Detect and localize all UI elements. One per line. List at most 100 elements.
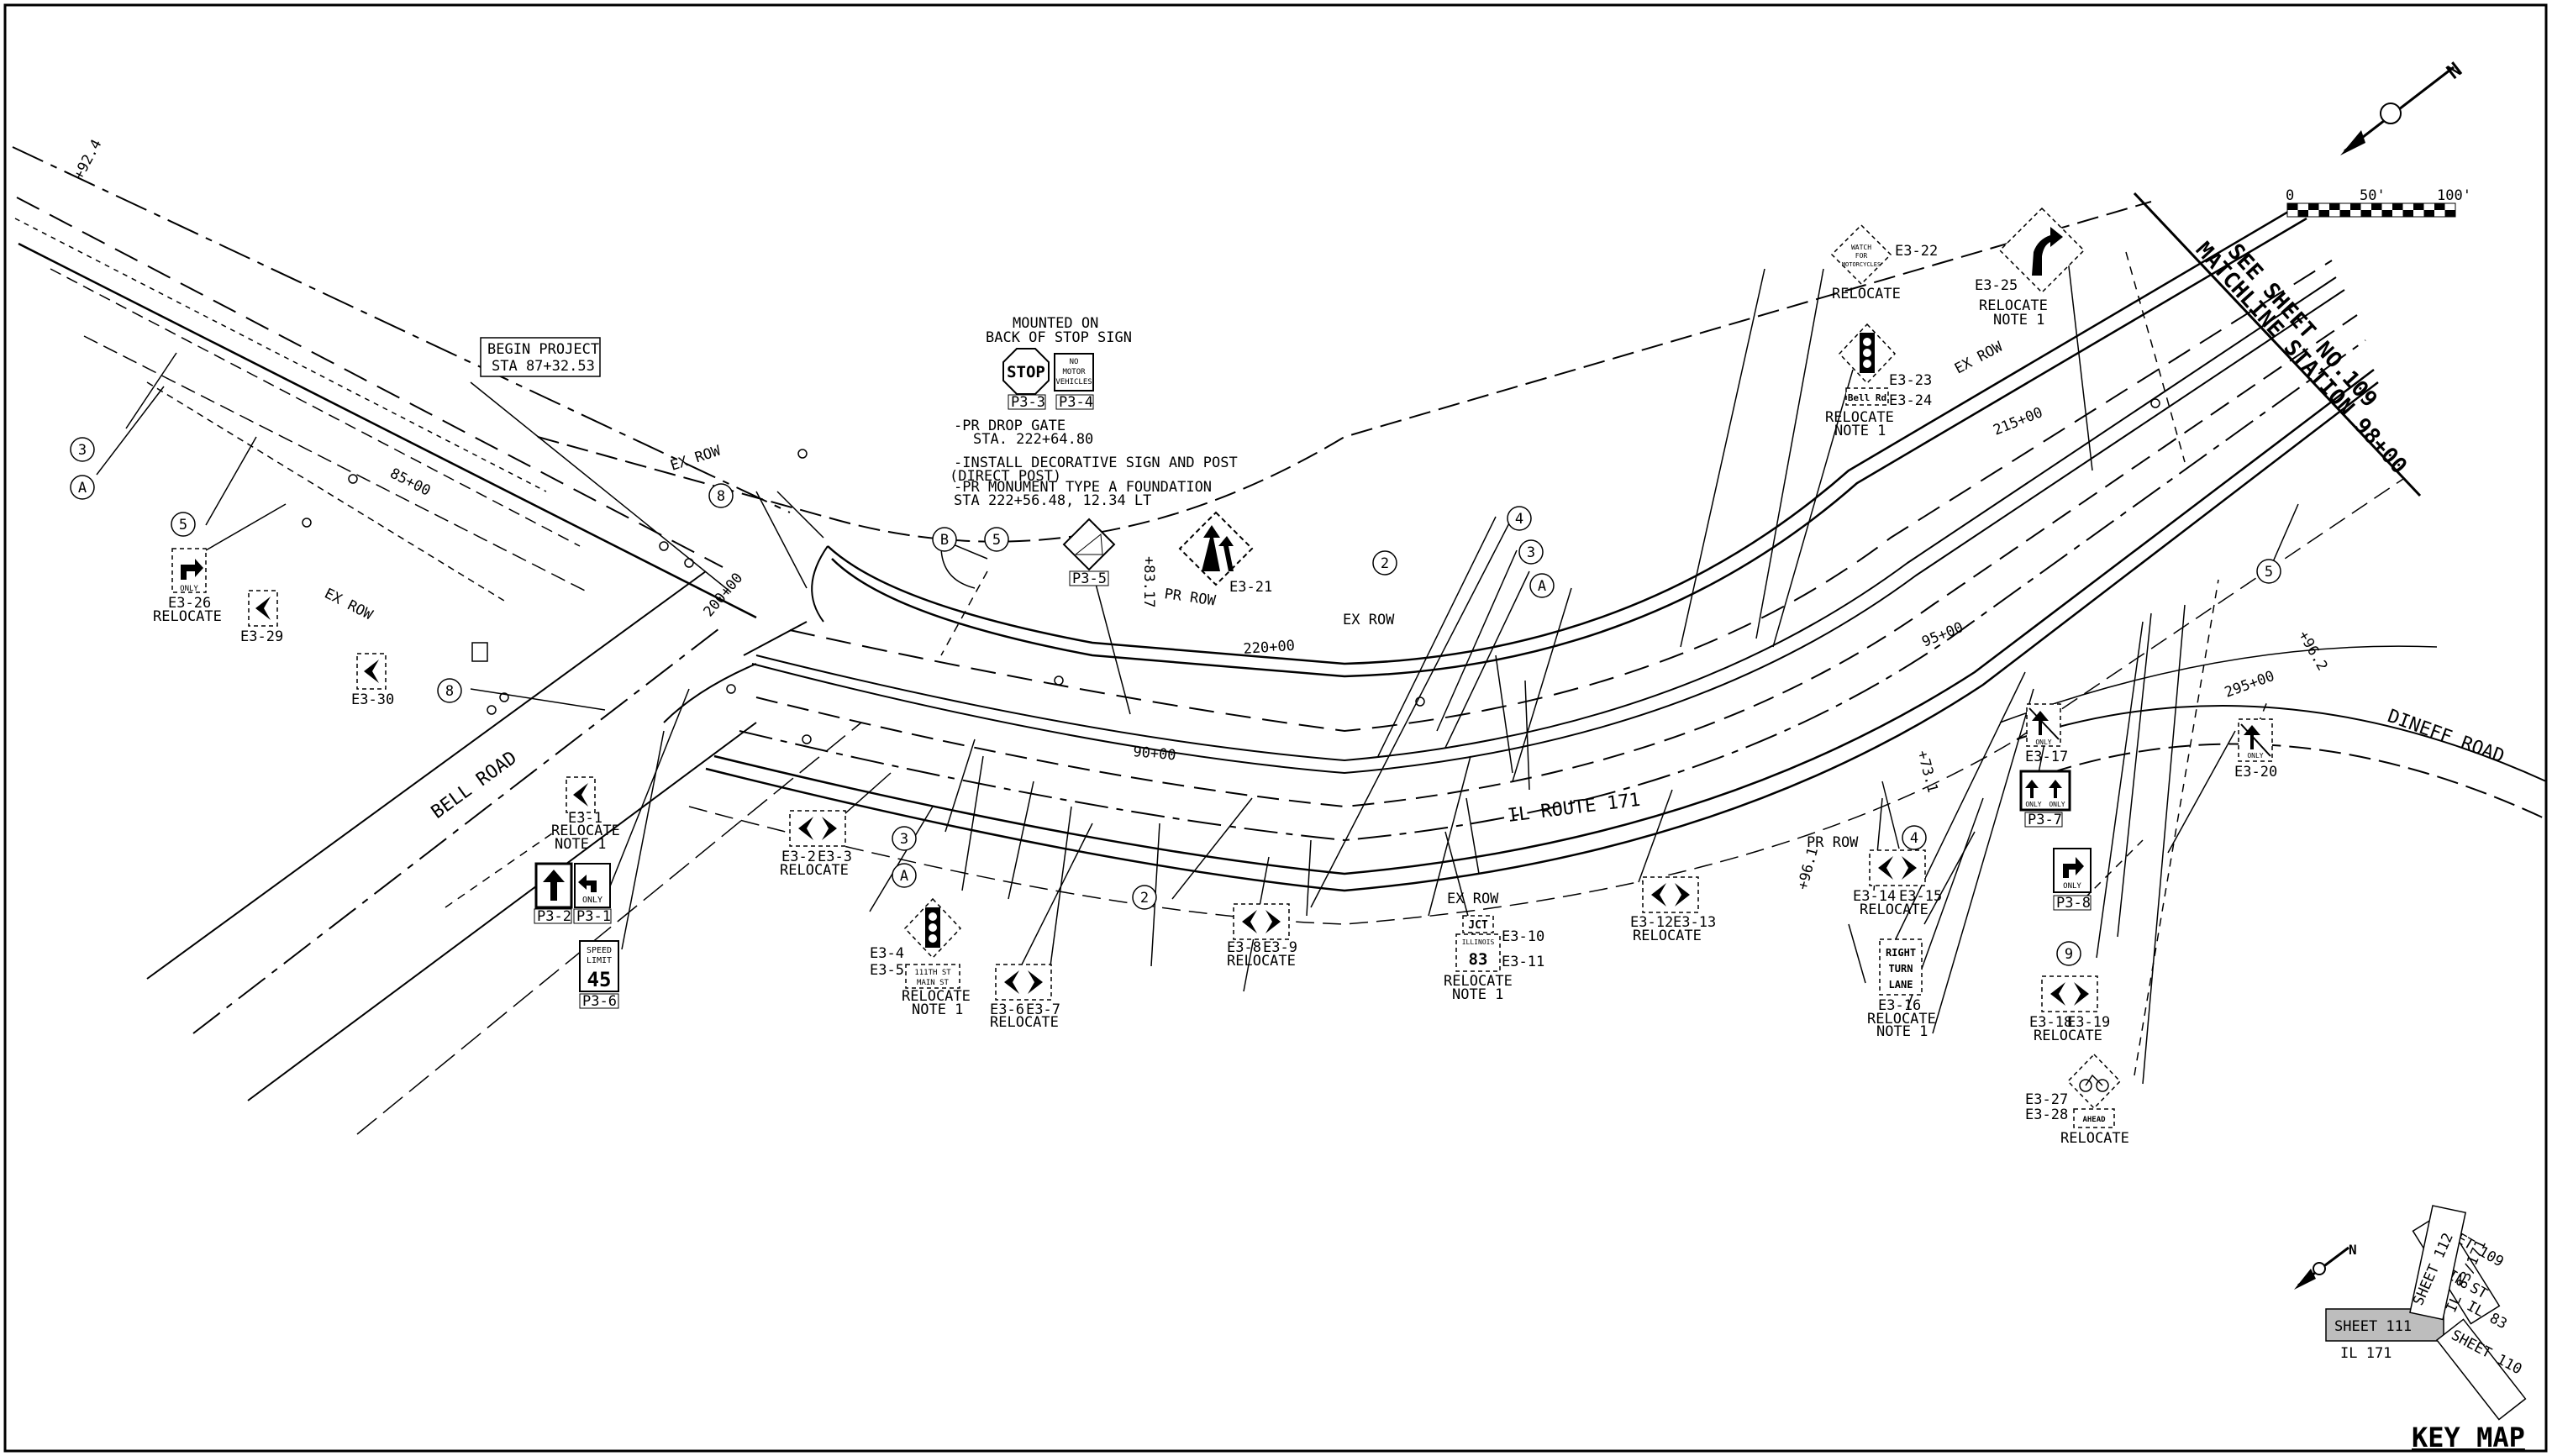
callout-bubble-text: 5 — [992, 532, 1001, 549]
row-label: EX ROW — [1343, 612, 1395, 628]
svg-text:WATCH: WATCH — [1851, 244, 1871, 251]
relocate-label: RELOCATE — [2034, 1028, 2102, 1044]
relocate-label: RELOCATE — [1444, 973, 1513, 990]
relocate-label: RELOCATE — [1979, 297, 2048, 314]
scale-bar-segment — [2381, 210, 2392, 217]
svg-text:P3-7: P3-7 — [2028, 812, 2062, 828]
callout-bubble: A — [892, 863, 917, 888]
callout-bubble: 8 — [437, 678, 462, 703]
sign-label: E3-6 — [990, 1001, 1024, 1018]
key-map-north-arrow: N — [2294, 1242, 2357, 1290]
turn-only-sign-e3-26: ONLY — [171, 548, 207, 593]
sign-label: E3-8 — [1227, 939, 1261, 956]
route-83-marker: ILLINOIS 83 — [1455, 933, 1501, 972]
sign-label: E3-28 — [2025, 1106, 2068, 1123]
road-label-dineff: DINEFF ROAD — [2385, 706, 2507, 767]
callout-bubble: A — [1529, 573, 1555, 598]
road-label-bell: BELL ROAD — [428, 748, 521, 823]
right-turn-lane-sign: RIGHT TURN LANE — [1879, 938, 1923, 996]
station-label: +73.1 — [1913, 749, 1941, 795]
no-turn-sign-e3-17: ONLY — [2026, 703, 2061, 747]
sign-label: E3-27 — [2025, 1091, 2068, 1108]
junction-plaque: JCT — [1462, 915, 1494, 933]
relocate-label: RELOCATE — [153, 608, 222, 625]
callout-bubble-text: 9 — [2065, 946, 2073, 963]
lane-use-sign-p3-2 — [534, 862, 573, 909]
callout-bubble: 2 — [1372, 550, 1397, 576]
scale-tick: 100' — [2437, 187, 2471, 204]
relocate-label: RELOCATE — [1860, 901, 1928, 918]
mounted-note: BACK OF STOP SIGN — [986, 329, 1132, 346]
double-chevron-sign — [789, 810, 846, 847]
callout-bubble-text: A — [900, 868, 908, 885]
sign-label: E3-2 — [781, 849, 816, 865]
sign-label: E3-17 — [2025, 749, 2068, 765]
sign-label: E3-29 — [240, 628, 283, 645]
signal-ahead-sign — [903, 897, 962, 959]
bell-rd-plaque: Bell Rd — [1845, 387, 1889, 406]
station-label: 200+00 — [701, 570, 747, 620]
sign-label: E3-1 — [568, 810, 602, 827]
svg-text:ONLY: ONLY — [2035, 739, 2051, 746]
decorative-note: (DIRECT POST) — [950, 468, 1061, 485]
svg-text:P3-2: P3-2 — [537, 908, 571, 925]
matchline-label: MATCHLINE STATION 98+00 — [2191, 238, 2412, 480]
double-chevron-sign — [1642, 876, 1699, 913]
svg-text:JCT: JCT — [1468, 919, 1488, 932]
callout-bubble-text: 8 — [445, 683, 454, 700]
svg-text:111TH ST: 111TH ST — [914, 969, 951, 977]
stop-sign: STOP — [1002, 348, 1050, 395]
sign-label: E3-15 — [1899, 888, 1942, 905]
begin-project-note: BEGIN PROJECT STA 87+32.53 — [480, 337, 601, 377]
monument-note: STA 222+56.48, 12.34 LT — [954, 492, 1151, 509]
station-label: +96.1 — [1795, 846, 1823, 892]
relocate-label: RELOCATE — [551, 823, 620, 839]
callout-bubble-text: A — [1538, 578, 1546, 595]
svg-text:P3-4: P3-4 — [1059, 394, 1093, 411]
svg-text:LIMIT: LIMIT — [587, 956, 612, 965]
svg-text:ONLY: ONLY — [2025, 801, 2041, 808]
svg-text:ILLINOIS: ILLINOIS — [1462, 938, 1495, 946]
svg-text:TURN: TURN — [1889, 963, 1913, 975]
station-label: 295+00 — [2223, 668, 2277, 702]
key-map-title: KEY MAP — [2412, 1422, 2525, 1453]
scale-bar-segment — [2360, 210, 2371, 217]
left-turn-only-sign-p3-1: ONLY — [574, 863, 611, 908]
row-label: EX ROW — [322, 586, 376, 624]
double-chevron-sign — [2041, 975, 2098, 1012]
callout-bubble-text: 3 — [1527, 544, 1535, 561]
callout-bubble-text: 3 — [78, 442, 87, 459]
sign-id: P3-5 — [1069, 570, 1109, 587]
relocate-label: RELOCATE — [2060, 1130, 2129, 1147]
svg-text:N: N — [2349, 1242, 2357, 1258]
right-only-sign-p3-8: ONLY — [2053, 848, 2092, 893]
callout-bubble: 4 — [1507, 506, 1532, 531]
svg-text:45: 45 — [587, 968, 612, 991]
note-label: NOTE 1 — [1993, 312, 2044, 329]
svg-text:STOP: STOP — [1007, 363, 1045, 381]
scale-bar-segment — [2287, 203, 2298, 210]
sign-label: E3-20 — [2234, 764, 2277, 781]
svg-text:STA 87+32.53: STA 87+32.53 — [492, 358, 595, 375]
svg-text:IL 171: IL 171 — [2340, 1345, 2392, 1362]
sign-label: E3-24 — [1889, 392, 1932, 409]
sign-label: E3-9 — [1263, 939, 1297, 956]
callout-bubble-text: 5 — [2265, 564, 2273, 581]
no-turn-sign-e3-20: ONLY — [2238, 718, 2273, 762]
signal-ahead-sign — [1838, 323, 1897, 385]
monument-note: -PR MONUMENT TYPE A FOUNDATION — [954, 479, 1212, 496]
svg-text:ONLY: ONLY — [582, 896, 602, 905]
callout-bubble-text: 3 — [900, 831, 908, 848]
row-label: EX ROW — [1952, 339, 2006, 378]
scale-bar: 0 50' 100' — [2286, 187, 2471, 218]
relocate-label: RELOCATE — [1633, 928, 1702, 944]
station-label: 220+00 — [1243, 638, 1296, 658]
scale-bar-segment — [2423, 210, 2434, 217]
street-name-plaque: 111TH ST MAIN ST — [905, 964, 960, 989]
sheet-border — [3, 3, 2548, 1453]
sign-label: E3-7 — [1026, 1001, 1060, 1018]
scale-bar-segment — [2402, 210, 2413, 217]
sign-id: P3-1 — [573, 908, 612, 925]
scale-bar-segment — [2413, 203, 2424, 210]
sign-id: P3-8 — [2053, 895, 2092, 912]
